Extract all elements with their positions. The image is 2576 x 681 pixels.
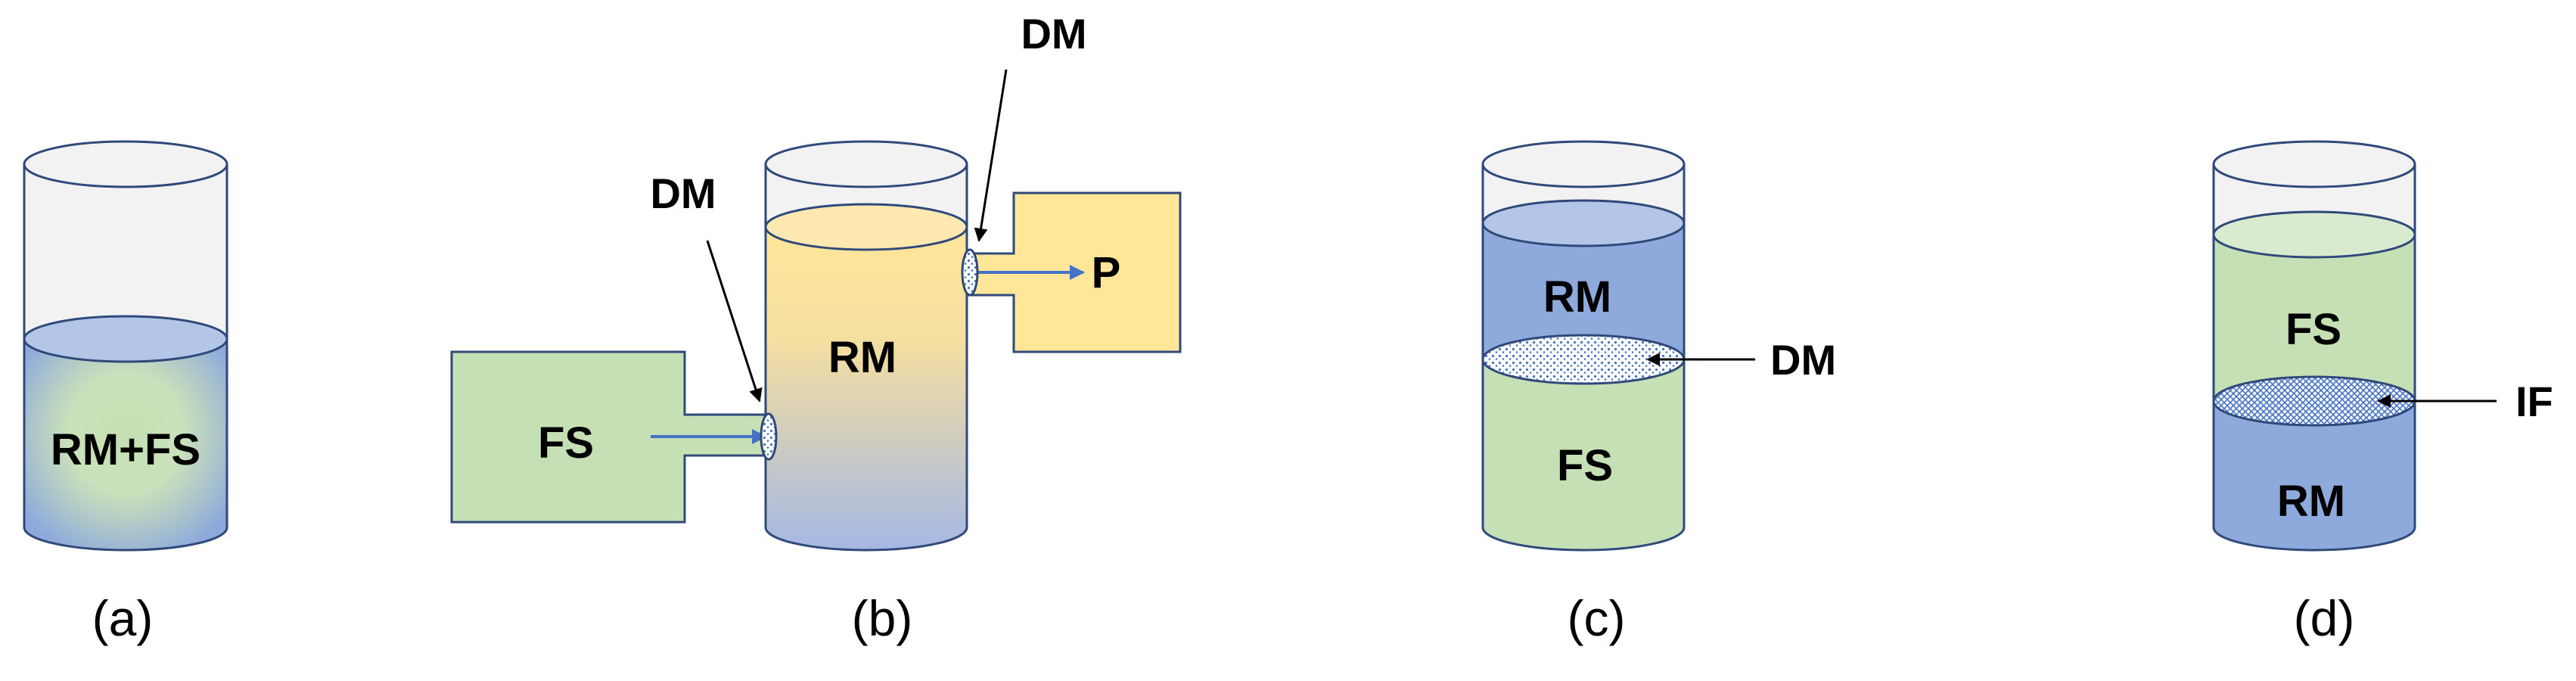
upper-liquid-label: RM	[1543, 272, 1611, 322]
caption-a: (a)	[92, 590, 154, 646]
reservoir-liquid-surface	[764, 203, 968, 251]
beaker-a-rim	[23, 140, 228, 188]
feed-label: FS	[538, 418, 594, 468]
reservoir-liquid	[766, 227, 967, 550]
product-label: P	[1092, 248, 1121, 297]
caption-c: (c)	[1568, 590, 1626, 646]
beaker-c-outline	[1481, 164, 1686, 552]
beaker-a-liquid-surface	[23, 315, 228, 363]
membrane-top	[961, 248, 979, 297]
membrane-label-left: DM	[650, 169, 716, 217]
reservoir-label: RM	[828, 333, 896, 382]
panel-d: FS RM IF (d)	[2212, 140, 2553, 646]
beaker-c-rim	[1481, 140, 1686, 188]
beaker-d-rim	[2212, 140, 2416, 188]
beaker-d-outline	[2212, 164, 2416, 552]
beaker-d-upper-liquid	[2214, 235, 2415, 401]
beaker-a-liquid	[24, 339, 227, 550]
membrane-callout-top	[974, 69, 1008, 242]
caption-d: (d)	[2294, 590, 2355, 646]
panel-c: RM FS DM (c)	[1481, 140, 1836, 646]
beaker-a-outline	[23, 164, 228, 552]
beaker-b-rim	[764, 140, 968, 188]
membrane-label-c: DM	[1770, 336, 1836, 384]
upper-liquid-label-d: FS	[2285, 305, 2341, 354]
caption-b: (b)	[852, 590, 913, 646]
membrane-left	[760, 412, 778, 461]
mixture-label: RM+FS	[51, 425, 200, 474]
panel-b: FS P RM DM DM (b)	[450, 10, 1182, 646]
lower-liquid-label-d: RM	[2277, 477, 2345, 526]
beaker-b-outline	[764, 164, 968, 552]
lower-liquid-label: FS	[1557, 441, 1613, 490]
beaker-c-lower-liquid	[1483, 359, 1684, 550]
membrane-callout-left	[706, 240, 763, 403]
beaker-c-upper-liquid	[1483, 223, 1684, 359]
beaker-d-lower-liquid	[2214, 401, 2415, 550]
beaker-c-upper-surface	[1481, 199, 1686, 247]
beaker-d-upper-surface	[2212, 210, 2416, 259]
membrane-label-top: DM	[1021, 10, 1086, 58]
panel-a: RM+FS (a)	[23, 140, 228, 646]
interface-label: IF	[2515, 378, 2553, 425]
